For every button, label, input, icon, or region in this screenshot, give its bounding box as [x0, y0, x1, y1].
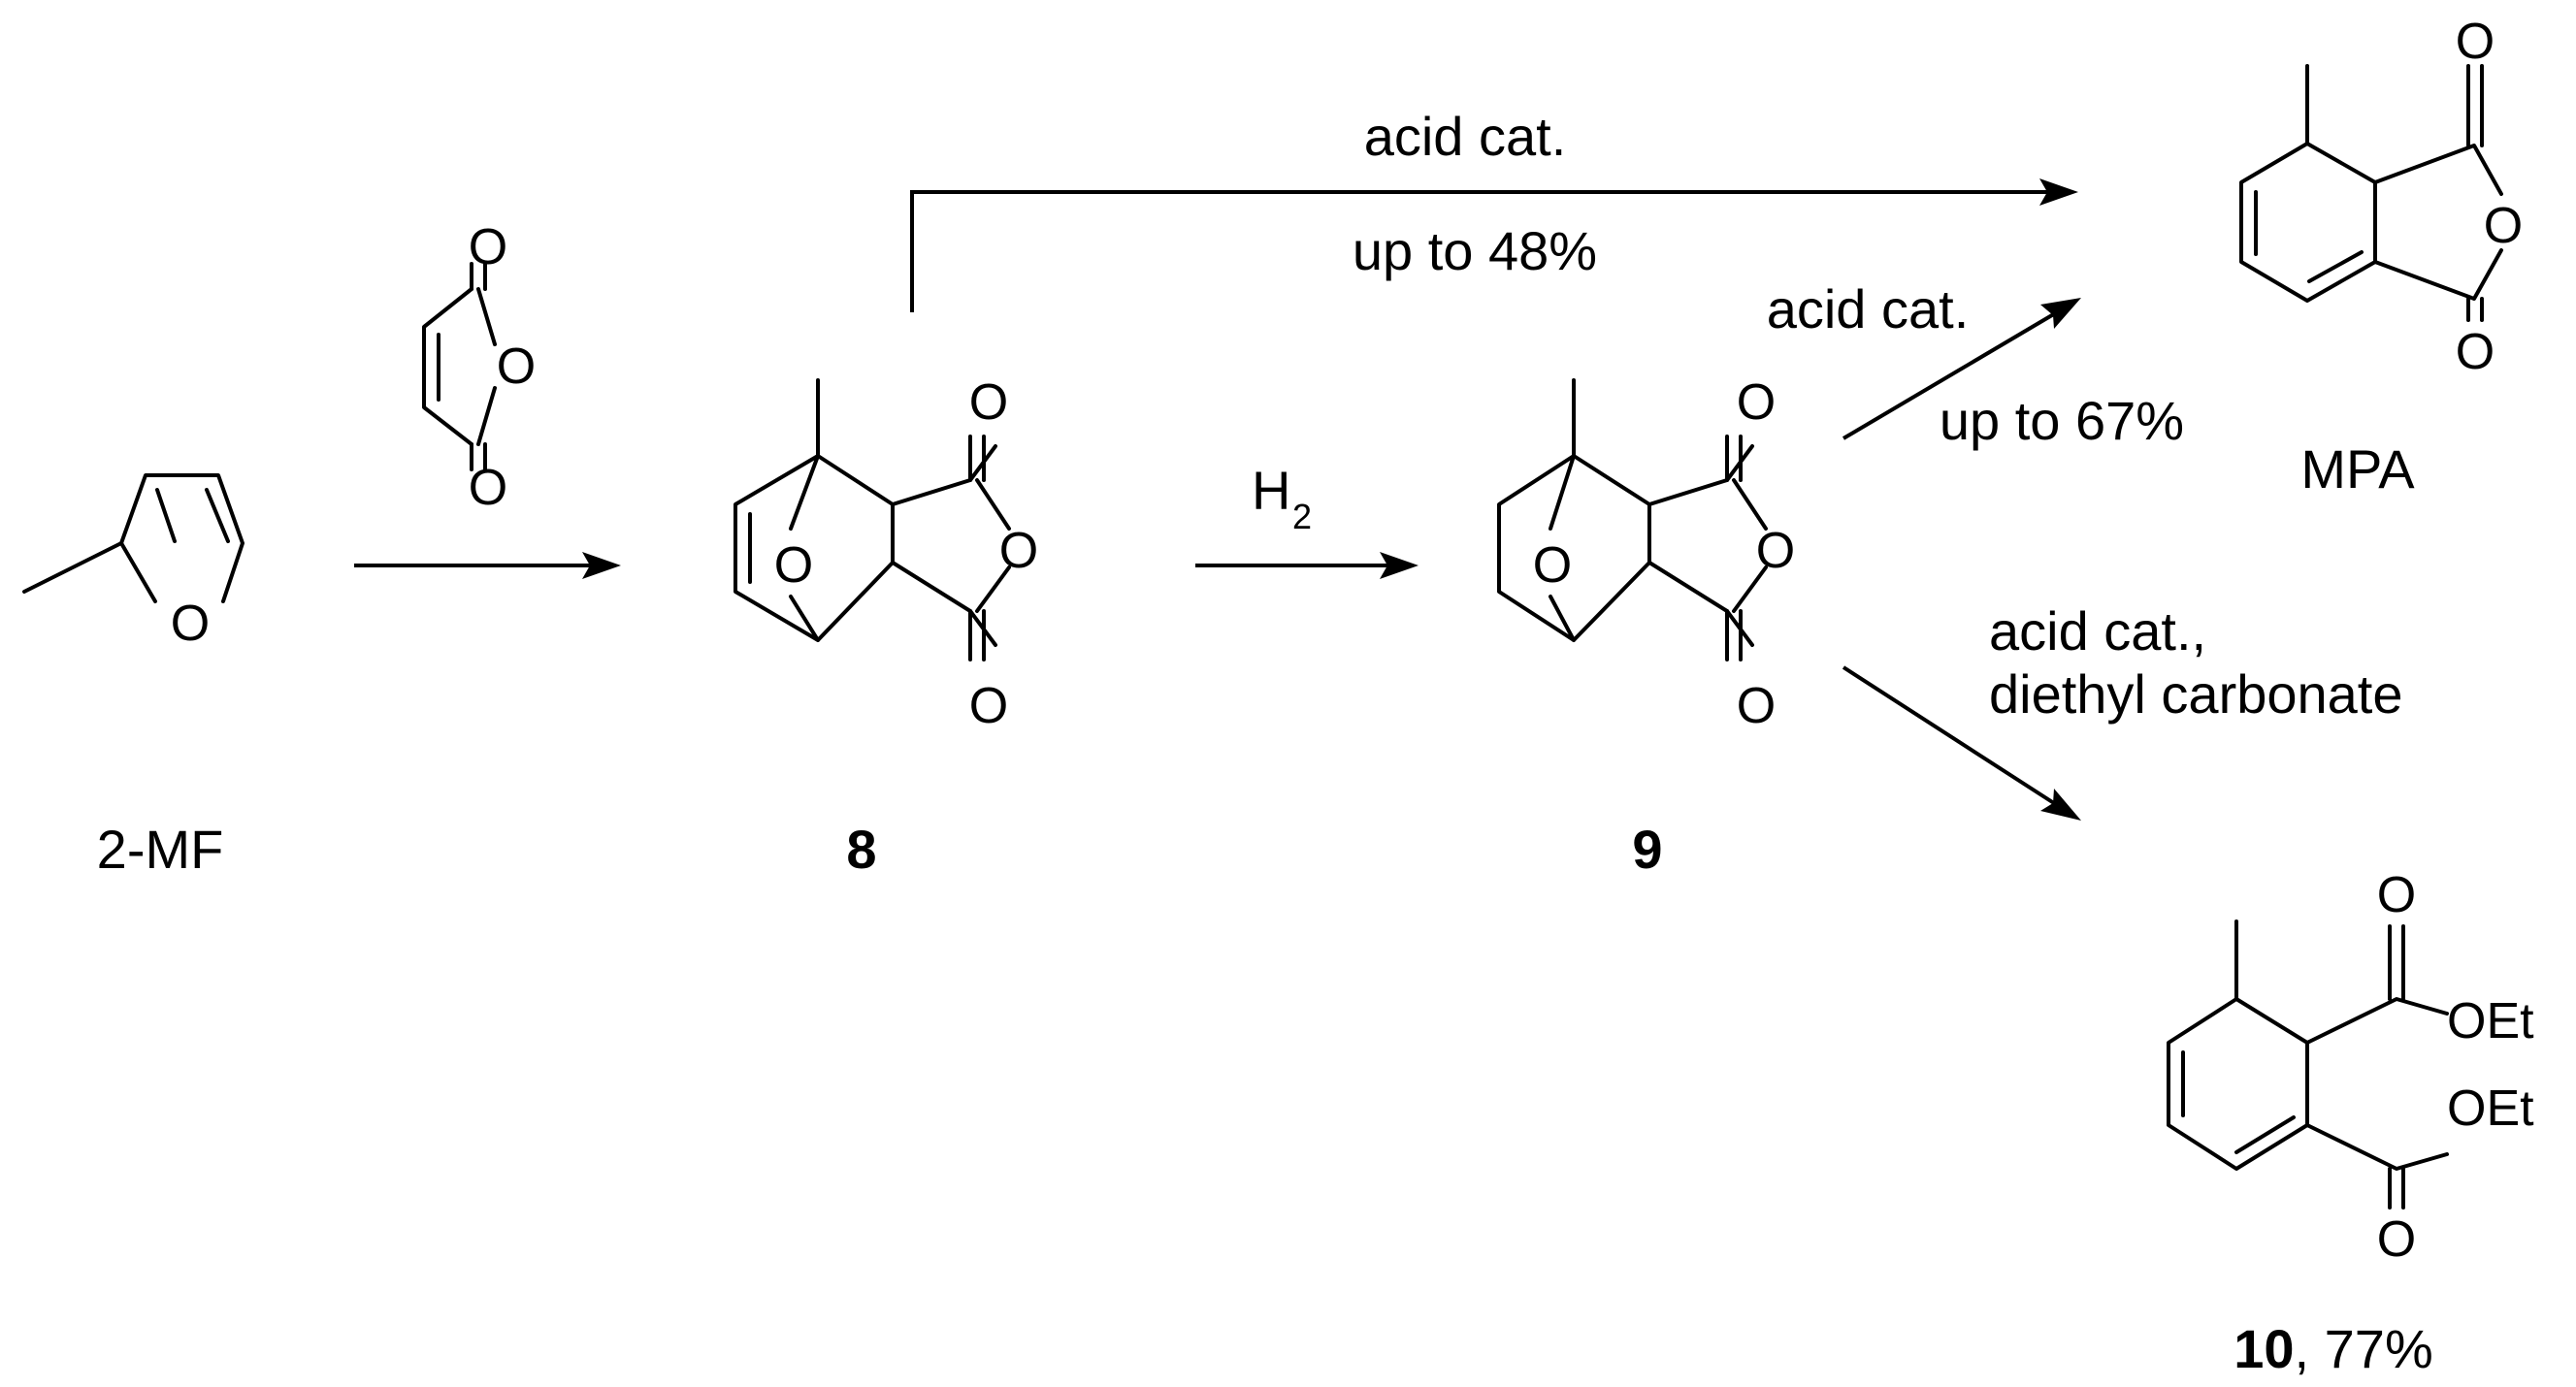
condition-lower-solvent: diethyl carbonate [1989, 663, 2403, 725]
condition-upper-catalyst: acid cat. [1767, 278, 1970, 339]
arrow-8-to-mpa: acid cat. up to 48% [910, 106, 2078, 312]
ring-oxygen-9: O [1756, 523, 1795, 579]
anhydride-bottom-oxygen: O [469, 460, 507, 516]
compound-label-10: 10, 77% [2234, 1318, 2433, 1379]
condition-hydrogen-subscript: 2 [1292, 497, 1312, 536]
anhydride-ring-oxygen: O [497, 339, 536, 395]
condition-lower-catalyst: acid cat., [1989, 600, 2206, 661]
arrow-9-to-mpa: acid cat. up to 67% [1767, 278, 2184, 451]
carbonyl-top-oxygen-mpa: O [2456, 14, 2494, 70]
compound-mpa: O O O MPA [2239, 14, 2523, 500]
carbonyl-top-oxygen-10: O [2377, 867, 2416, 923]
compound-label-mpa: MPA [2300, 438, 2415, 500]
arrow-2mf-to-8 [354, 552, 621, 579]
anhydride-top-oxygen: O [469, 219, 507, 275]
carbonyl-top-oxygen-8: O [969, 374, 1008, 431]
ethoxy-top-10: OEt [2447, 993, 2534, 1049]
arrow-9-to-10: acid cat., diethyl carbonate [1842, 600, 2403, 821]
carbonyl-bottom-oxygen-8: O [969, 678, 1008, 734]
compound-10: O OEt OEt O 10, 77% [2167, 867, 2534, 1379]
compound-yield-10: , 77% [2295, 1318, 2433, 1379]
compound-8: O O O O 8 [734, 374, 1038, 880]
compound-label-9: 9 [1632, 819, 1662, 880]
condition-top-yield: up to 48% [1353, 220, 1597, 281]
carbonyl-bottom-oxygen-9: O [1737, 678, 1776, 734]
compound-number-10: 10 [2234, 1318, 2294, 1379]
furan-oxygen-atom: O [171, 596, 210, 652]
condition-hydrogen-h: H [1252, 460, 1290, 521]
carbonyl-bottom-oxygen-10: O [2377, 1211, 2416, 1268]
ring-oxygen-8: O [999, 523, 1038, 579]
bridge-oxygen-9: O [1533, 537, 1572, 594]
condition-upper-yield: up to 67% [1940, 390, 2184, 451]
compound-label-8: 8 [846, 819, 876, 880]
ring-oxygen-mpa: O [2484, 198, 2523, 254]
ethoxy-bottom-10: OEt [2447, 1081, 2534, 1137]
carbonyl-bottom-oxygen-mpa: O [2456, 324, 2494, 380]
compound-2-mf: O 2-MF [22, 473, 245, 880]
arrow-8-to-9: H 2 [1195, 460, 1418, 579]
condition-top-catalyst: acid cat. [1364, 106, 1567, 167]
carbonyl-top-oxygen-9: O [1737, 374, 1776, 431]
compound-label-2-mf: 2-MF [97, 819, 224, 880]
bridge-oxygen-8: O [774, 537, 813, 594]
compound-9: O O O O 9 [1497, 374, 1795, 880]
maleic-anhydride-reagent: O O O [422, 219, 536, 516]
